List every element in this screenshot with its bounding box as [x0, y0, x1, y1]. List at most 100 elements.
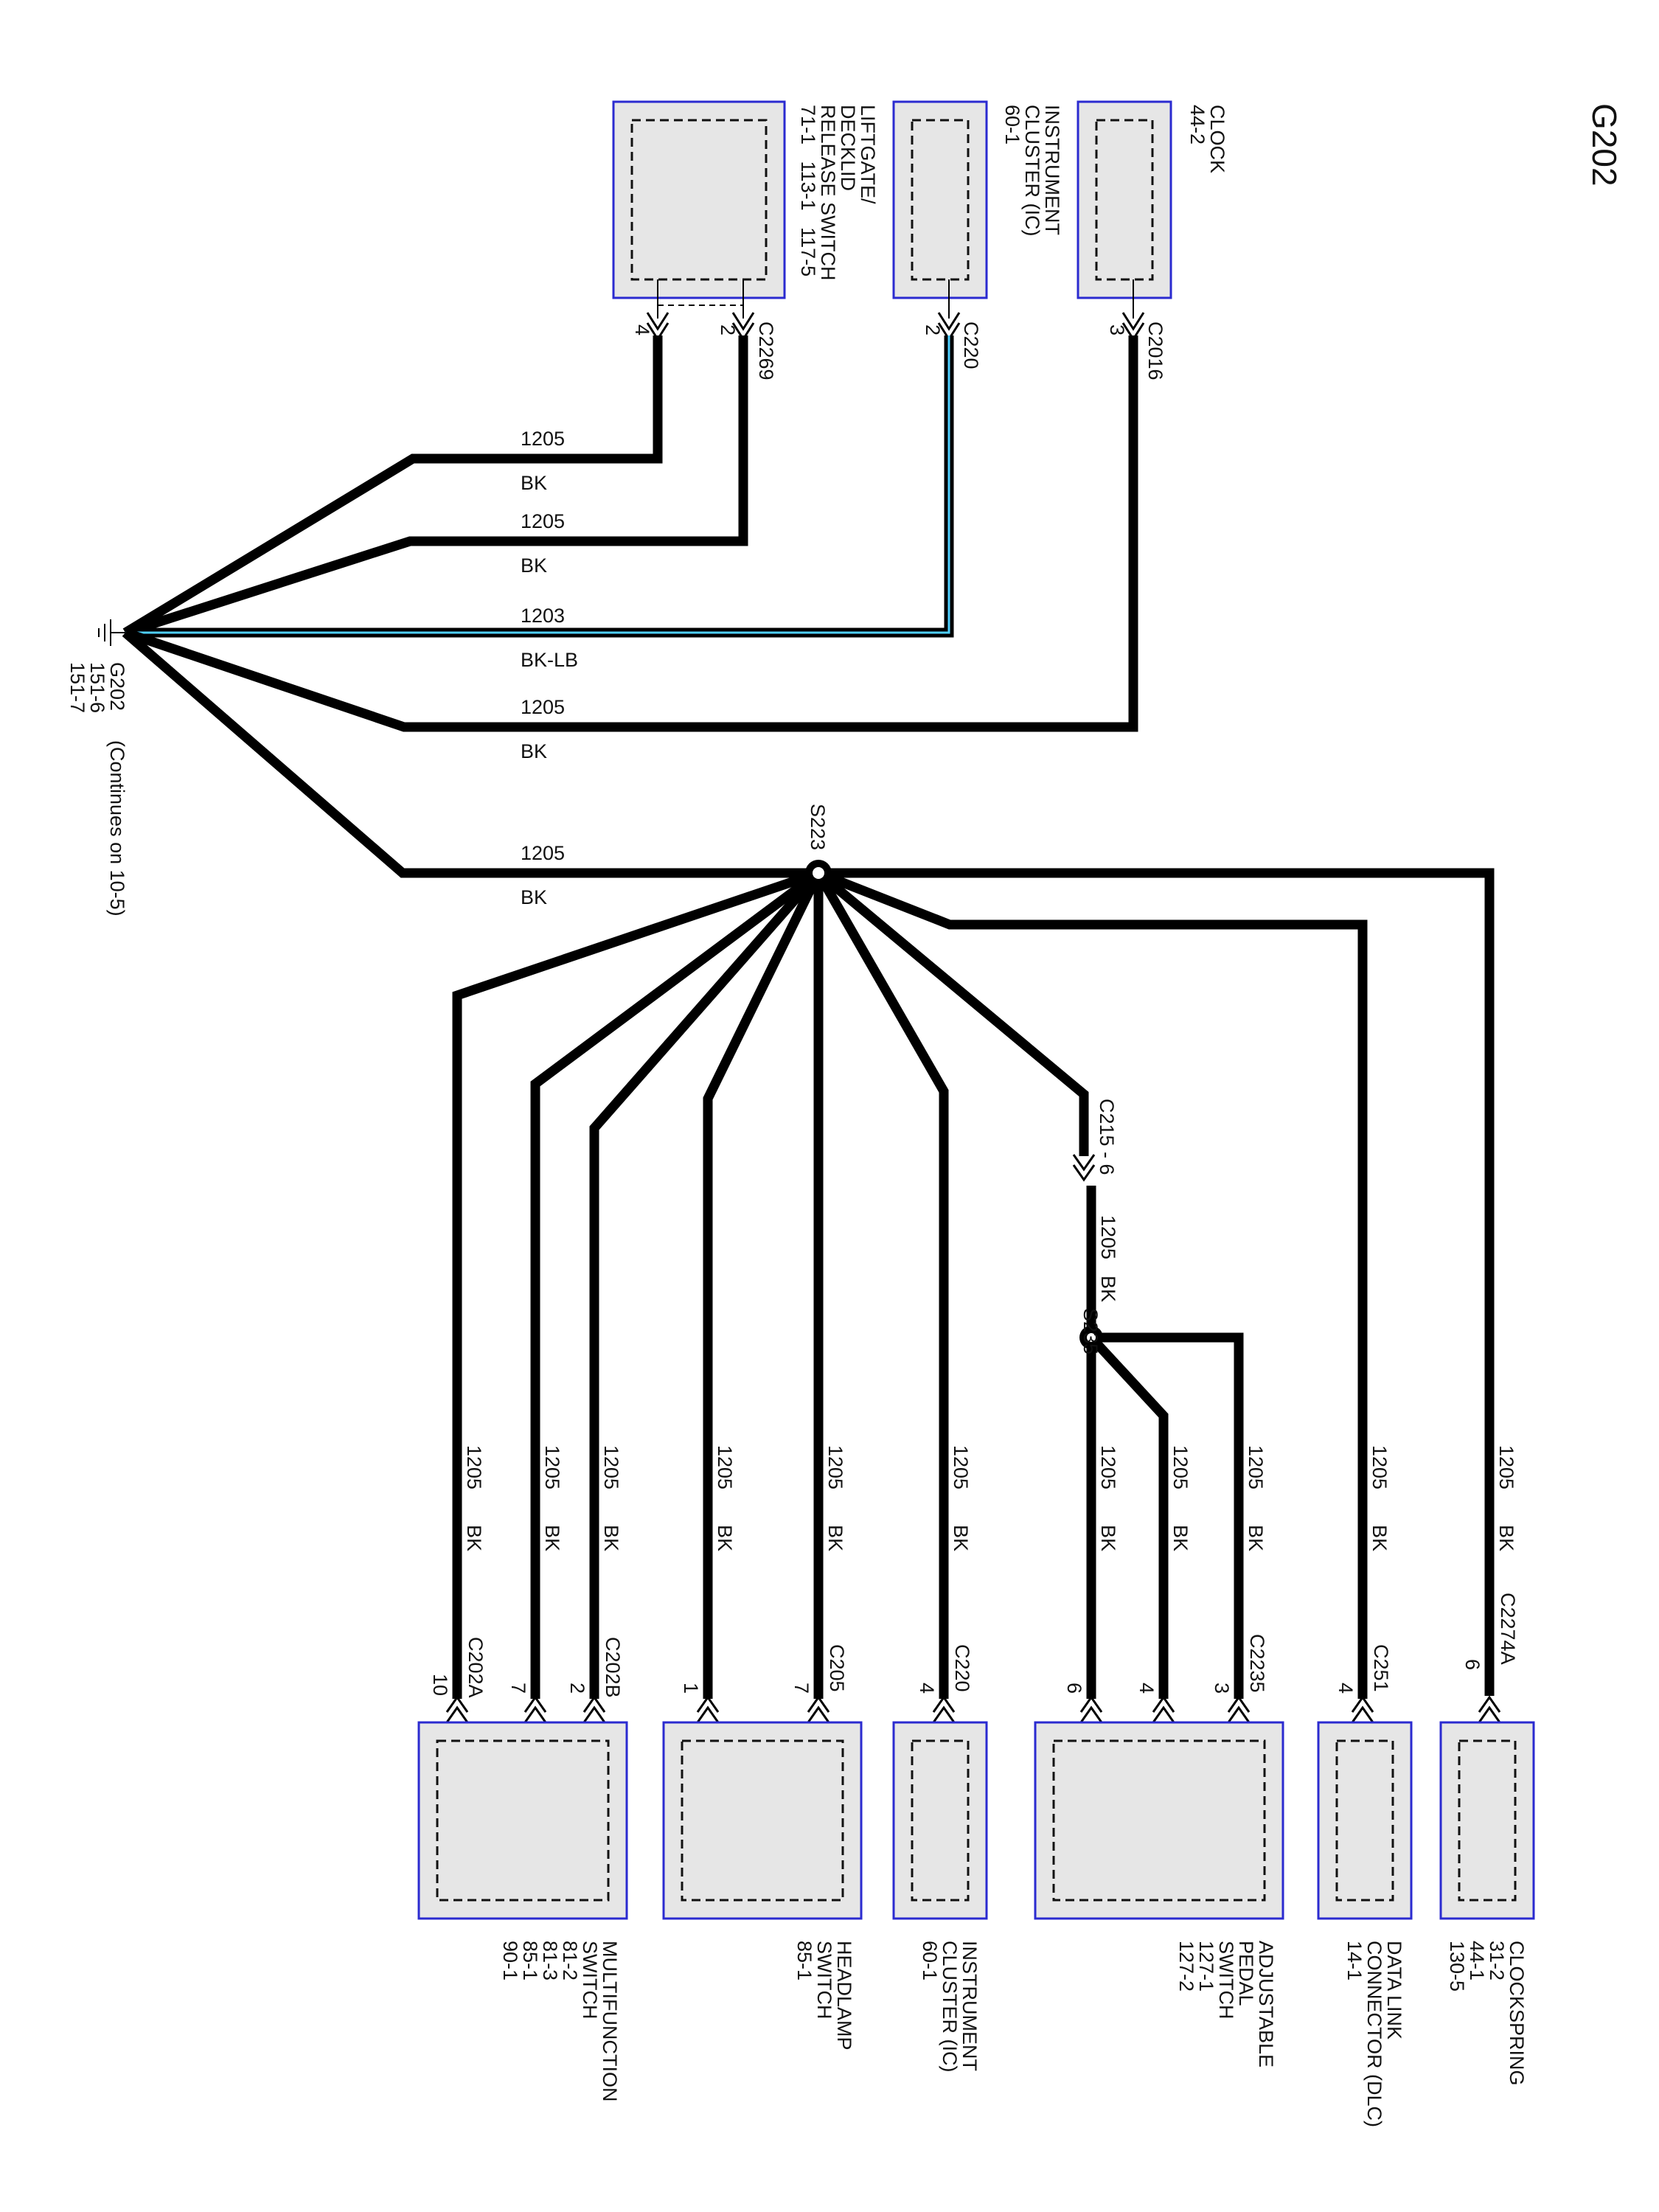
aps-label-line-1: ADJUSTABLE [1255, 1941, 1277, 2067]
mfs-label-line-5: 85-1 [519, 1941, 541, 1980]
label-bk-v11: BK [1495, 1525, 1517, 1551]
data-link-connector-label: DATA LINK CONNECTOR (DLC) 14-1 [1343, 1941, 1405, 2127]
clockspring-label: CLOCKSPRING 31-2 44-1 130-5 [1446, 1941, 1528, 2086]
aps-label-line-2: PEDAL [1235, 1941, 1257, 2006]
wire-liftgate-pin4 [122, 335, 663, 637]
liftgate-label-line-4: 71-1 113-1 117-5 [797, 105, 819, 276]
aps-label-line-4: 127-1 [1195, 1941, 1217, 1992]
aps-label-line-3: SWITCH [1215, 1941, 1237, 2019]
mfs-label-line-2: SWITCH [579, 1941, 601, 2019]
label-bk-v8: BK [1169, 1525, 1192, 1551]
label-1205-v9: 1205 [1245, 1445, 1267, 1489]
splice-s223-label: S223 [807, 804, 829, 850]
splice-s235 [1079, 1326, 1103, 1349]
connector-c2269: C2269 [755, 321, 777, 380]
data-link-connector [1317, 1721, 1413, 1920]
ic-top-label-line-2: CLUSTER (IC) [1021, 105, 1043, 237]
label-bk-v10: BK [1368, 1525, 1391, 1551]
wire-s223-ground [122, 629, 818, 878]
label-1205-v7: 1205 [1097, 1445, 1119, 1489]
wire-liftgate-pin2 [124, 335, 748, 638]
ground-name: G202 [106, 662, 128, 711]
cs-label-line-3: 44-1 [1466, 1941, 1488, 1980]
label-1205-v8: 1205 [1169, 1445, 1192, 1489]
instrument-cluster-bottom [892, 1721, 988, 1920]
multifunction-switch-label: MULTIFUNCTION SWITCH 81-2 81-3 85-1 90-1 [499, 1941, 621, 2101]
label-1205-v6: 1205 [950, 1445, 972, 1489]
label-1205-v10: 1205 [1368, 1445, 1391, 1489]
label-1205-a: 1205 [521, 428, 565, 450]
pin-c2269-4: 4 [631, 324, 653, 335]
liftgate-label-line-3: RELEASE SWITCH [817, 105, 839, 281]
clock-label: CLOCK 44-2 [1186, 105, 1228, 173]
hs-label-line-1: HEADLAMP [833, 1941, 855, 2051]
liftgate-decklid-release-switch [612, 100, 786, 299]
pin-c2235-4: 4 [1135, 1683, 1158, 1694]
pin-c205-1: 1 [680, 1683, 702, 1694]
splice-s235-label: S235 [1079, 1308, 1102, 1354]
wire-s223-to-dlc [816, 868, 1368, 1699]
liftgate-label-line-2: DECKLID [837, 105, 859, 191]
label-1205-v2: 1205 [541, 1445, 563, 1489]
mfs-label-line-4: 81-3 [539, 1941, 561, 1980]
cs-label-line-2: 31-2 [1486, 1941, 1508, 1980]
label-1205-d: 1205 [521, 842, 565, 864]
label-bk-d: BK [521, 886, 547, 908]
pin-c2016-3: 3 [1106, 324, 1128, 335]
wire-s223-to-c215 [815, 869, 1089, 1156]
wire-s223-to-multifunction-7 [530, 869, 821, 1699]
wire-s223-to-headlamp-1 [703, 871, 823, 1699]
wire-s223-to-instrument-cluster-4 [814, 870, 949, 1699]
ic-bottom-label-line-1: INSTRUMENT [959, 1941, 981, 2071]
label-1205-v3: 1205 [600, 1445, 622, 1489]
label-bk-v3: BK [600, 1525, 622, 1551]
label-bk-b: BK [521, 554, 547, 577]
label-bk-v4: BK [714, 1525, 736, 1551]
label-bk-v6: BK [950, 1525, 972, 1551]
ground-continues-note: (Continues on 10-5) [106, 740, 128, 917]
liftgate-label-line-1: LIFTGATE/ [857, 105, 879, 204]
connector-c251: C251 [1370, 1644, 1392, 1692]
pin-c202a-7: 7 [507, 1683, 529, 1694]
clock-label-line-1: CLOCK [1206, 105, 1228, 173]
label-bk-a: BK [521, 472, 547, 494]
label-bk-c215: BK [1097, 1276, 1119, 1302]
multifunction-switch [417, 1721, 628, 1920]
clockspring [1439, 1721, 1535, 1920]
headlamp-switch-label: HEADLAMP SWITCH 85-1 [793, 1941, 855, 2051]
bottom-wire-labels: 1205 BK 1205 BK 1205 BK 1205 BK 1205 BK … [463, 1445, 1517, 1551]
liftgate-label: LIFTGATE/ DECKLID RELEASE SWITCH 71-1 11… [797, 105, 879, 281]
pin-c202a-10: 10 [429, 1674, 451, 1696]
connector-c202b: C202B [602, 1637, 624, 1698]
connector-c205: C205 [826, 1644, 848, 1692]
hs-label-line-2: SWITCH [813, 1941, 835, 2019]
clock [1077, 100, 1172, 299]
wire-s235-to-pedal-4 [1088, 1334, 1169, 1699]
aps-label-line-5: 127-2 [1175, 1941, 1197, 1992]
ic-top-label-line-3: 60-1 [1001, 105, 1023, 145]
label-1205-c215: 1205 [1097, 1215, 1119, 1259]
splice-s223 [805, 860, 832, 886]
connector-c2274a: C2274A [1497, 1593, 1519, 1665]
label-bk-lb: BK-LB [521, 649, 578, 671]
wire-instrument-cluster-stripe [125, 335, 950, 634]
adjustable-pedal-switch-label: ADJUSTABLE PEDAL SWITCH 127-1 127-2 [1175, 1941, 1277, 2067]
connector-c2235: C2235 [1246, 1634, 1268, 1693]
label-bk-v5: BK [824, 1525, 846, 1551]
clock-label-line-2: 44-2 [1186, 105, 1208, 145]
ground-symbol [98, 619, 125, 646]
pin-c205-7: 7 [790, 1683, 813, 1694]
ic-top-label-line-1: INSTRUMENT [1041, 105, 1063, 235]
dlc-label-line-1: DATA LINK [1383, 1941, 1405, 2039]
label-bk-v7: BK [1097, 1525, 1119, 1551]
label-1205-b: 1205 [521, 510, 565, 532]
hs-label-line-3: 85-1 [793, 1941, 815, 1980]
connector-c202a: C202A [465, 1637, 487, 1698]
pin-c202b-2: 2 [566, 1683, 588, 1694]
adjustable-pedal-switch [1034, 1721, 1284, 1920]
label-1205-v1: 1205 [463, 1445, 485, 1489]
bottom-connector-arrows [445, 1695, 1501, 1723]
diagram-title: G202 [1585, 103, 1624, 187]
pin-c2235-6: 6 [1063, 1683, 1085, 1694]
